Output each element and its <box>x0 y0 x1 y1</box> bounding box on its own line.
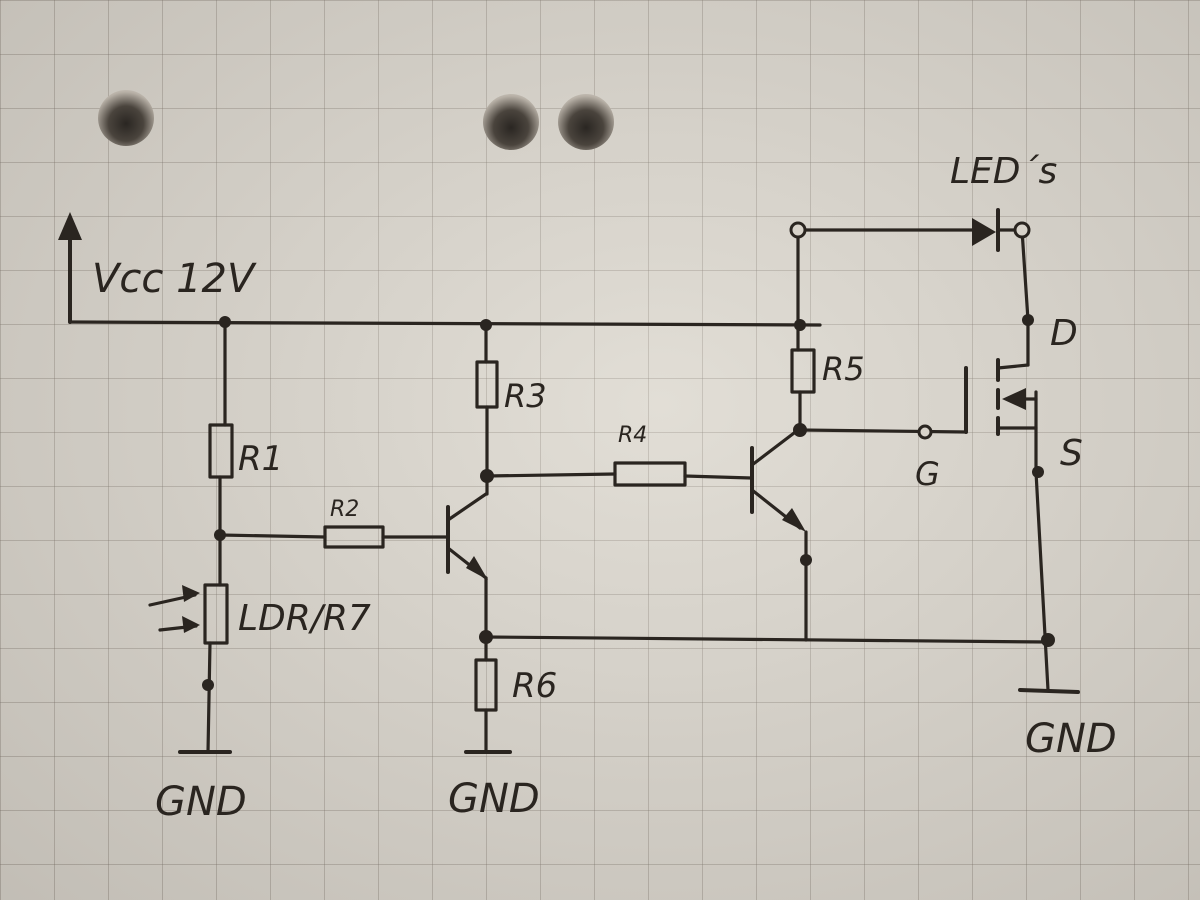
wire-gate <box>798 428 968 434</box>
gnd-return-rail <box>484 635 1050 644</box>
vcc-arrow-icon <box>58 212 82 324</box>
wire-r4-right <box>683 474 753 480</box>
transistor-q2 <box>750 428 806 532</box>
punch-hole <box>558 94 614 150</box>
r2-label: R2 <box>330 497 359 522</box>
leds-label: LED´s <box>950 151 1057 192</box>
r4-label: R4 <box>618 423 647 448</box>
vcc-rail <box>68 320 822 327</box>
light-arrows-icon <box>148 585 200 633</box>
punch-hole <box>483 94 539 150</box>
ldr-r7 <box>203 583 229 645</box>
ldr-label: LDR/R7 <box>238 598 371 639</box>
r6-label: R6 <box>512 666 557 706</box>
resistor-r2 <box>323 525 385 549</box>
r3-label: R3 <box>504 377 547 415</box>
junction-dots <box>202 221 1055 691</box>
source-label: S <box>1060 433 1083 474</box>
wire-r4-left <box>485 472 617 478</box>
gate-label: G <box>915 455 940 493</box>
wire-r2-left <box>218 533 327 539</box>
wire-led-drain <box>1020 228 1030 322</box>
punch-hole <box>98 90 154 146</box>
vcc-label: Vcc 12V <box>92 256 257 302</box>
ground-symbol-right <box>1018 688 1080 694</box>
resistor-r5 <box>790 348 816 394</box>
gnd-label-left: GND <box>155 779 247 825</box>
resistor-r6 <box>474 658 498 712</box>
gnd-label-middle: GND <box>448 776 540 822</box>
resistor-r3 <box>475 360 499 409</box>
wire-source-gnd <box>1034 470 1050 692</box>
gnd-label-right: GND <box>1025 716 1117 762</box>
led-diode-icon <box>972 208 1000 252</box>
drain-label: D <box>1050 313 1078 354</box>
transistor-q1 <box>446 492 488 580</box>
resistor-r1 <box>208 423 234 479</box>
mosfet <box>964 318 1038 474</box>
wire-ldr-bottom <box>206 641 212 754</box>
r1-label: R1 <box>238 439 283 479</box>
r5-label: R5 <box>822 350 865 388</box>
resistor-r4 <box>613 461 687 487</box>
